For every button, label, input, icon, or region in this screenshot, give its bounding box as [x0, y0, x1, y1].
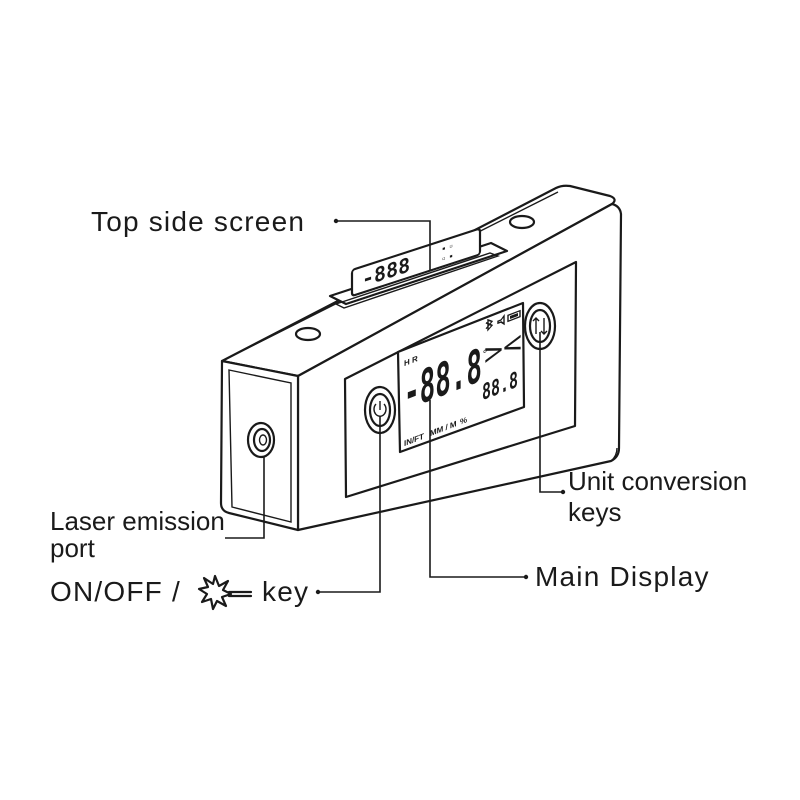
svg-text:▫ ▪: ▫ ▪ [442, 252, 453, 262]
svg-text:▪ ▫: ▪ ▫ [442, 242, 453, 252]
callout-labels: Top side screen Unit conversion keys Mai… [50, 206, 747, 611]
label-unit-conversion-line2: keys [568, 497, 621, 527]
leader-lines [225, 218, 566, 595]
leader-main-display [429, 400, 526, 578]
unit-conversion-key[interactable] [523, 301, 557, 351]
leader-laser-port [225, 456, 265, 539]
leader-on-off-key [318, 416, 381, 593]
main-display-unit-percent: % [460, 415, 468, 427]
main-display-degree: ° [482, 347, 488, 361]
bluetooth-icon [485, 318, 494, 332]
label-on-off-prefix: ON/OFF / [50, 576, 181, 607]
leader-top-screen [336, 220, 431, 270]
laser-burst-icon [197, 574, 253, 611]
leader-unit-keys [539, 332, 563, 493]
laser-emission-port [246, 421, 276, 459]
label-main-display: Main Display [535, 561, 710, 592]
unit-switch-icon [532, 317, 548, 335]
battery-icon [507, 309, 521, 323]
top-hole-left [294, 326, 322, 342]
main-display: H R -88.8 ° >< 88.8 IN/FT MM / M % [396, 301, 526, 454]
label-unit-conversion-line1: Unit conversion [568, 466, 747, 496]
label-on-off-suffix: key [262, 576, 309, 607]
label-laser-port-line1: Laser emission [50, 506, 225, 536]
top-side-screen: -888 ▪ ▫ ▫ ▪ [350, 228, 482, 297]
top-hole-right [508, 214, 536, 230]
label-top-side-screen: Top side screen [91, 206, 305, 237]
volume-icon [497, 313, 505, 326]
label-laser-port-line2: port [50, 533, 96, 563]
device-body: -888 ▪ ▫ ▫ ▪ H R -88.8 ° >< 88.8 IN/FT M… [219, 184, 623, 532]
